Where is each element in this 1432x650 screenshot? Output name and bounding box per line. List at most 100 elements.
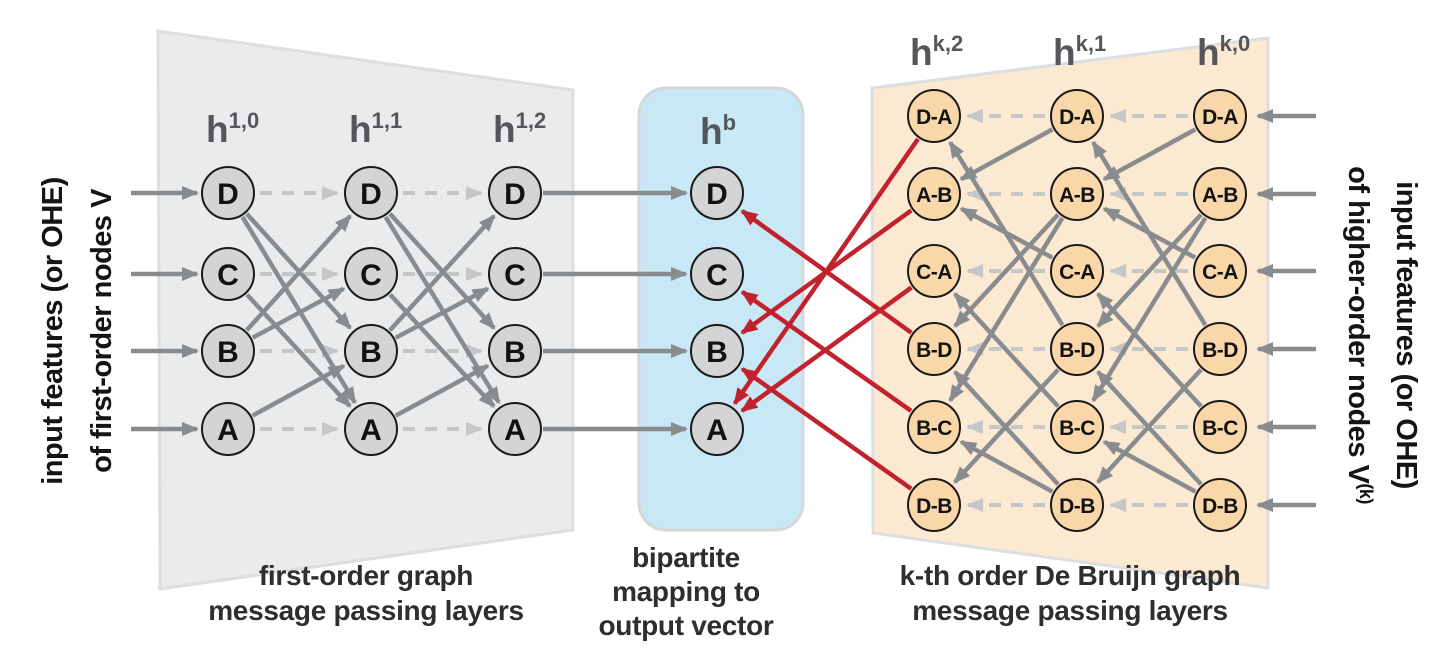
node-label: D xyxy=(360,178,382,211)
node-circle xyxy=(344,324,398,378)
node-label: B xyxy=(360,336,382,369)
node-label: C-A xyxy=(916,261,952,284)
node-circle xyxy=(488,402,542,456)
message-arrow-B-C xyxy=(251,286,346,340)
node-circle xyxy=(1193,400,1247,454)
first-order-layer-1: D C B A xyxy=(344,166,398,456)
node-label: B-D xyxy=(1202,339,1238,362)
node-label: A xyxy=(217,414,239,447)
node-label: B-D xyxy=(1059,339,1095,362)
node-label: B xyxy=(217,336,239,369)
svg-text:message passing layers: message passing layers xyxy=(208,595,524,626)
node-circle xyxy=(201,402,255,456)
node-circle xyxy=(201,166,255,220)
node-label: A-B xyxy=(1059,184,1095,207)
message-arrow-A-B-B-D xyxy=(953,213,1060,328)
de-bruijn-caption: k-th order De Bruijn graph message passi… xyxy=(900,560,1241,626)
message-arrow-D-A-A-B xyxy=(1102,127,1197,182)
node-label: A-B xyxy=(916,184,952,207)
node-circle xyxy=(907,89,961,143)
node-label: D xyxy=(217,178,239,211)
node-label: C xyxy=(706,259,728,292)
svg-text:input features (or OHE): input features (or OHE) xyxy=(37,177,69,485)
message-arrow-A-B-B-D xyxy=(1096,213,1203,328)
node-circle xyxy=(690,324,744,378)
node-circle xyxy=(1050,478,1104,532)
node-label: B-D xyxy=(916,339,952,362)
svg-text:k-th order De Bruijn graph: k-th order De Bruijn graph xyxy=(900,560,1241,591)
node-circle xyxy=(1050,244,1104,298)
svg-text:of higher-order nodes V(k): of higher-order nodes V(k) xyxy=(1342,166,1376,504)
node-label: D-A xyxy=(1202,106,1238,129)
node-circle xyxy=(1193,244,1247,298)
message-arrow-B-D-D-B xyxy=(953,368,1060,484)
layer-label-h-k-2: hk,2 xyxy=(910,31,963,73)
bipartite-caption: bipartite mapping to output vector xyxy=(599,542,775,641)
node-circle xyxy=(907,244,961,298)
message-arrow-B-C xyxy=(394,286,490,340)
left-input-label: input features (or OHE) of first-order n… xyxy=(37,177,118,485)
node-circle xyxy=(1193,89,1247,143)
first-order-caption: first-order graph message passing layers xyxy=(208,560,524,626)
node-circle xyxy=(1193,478,1247,532)
message-arrow-D-B-B-C xyxy=(1102,439,1197,494)
message-passing-arrows xyxy=(131,109,1316,512)
node-label: B-C xyxy=(1202,417,1238,440)
node-label: B-C xyxy=(916,417,952,440)
node-circle xyxy=(907,167,961,221)
first-order-layer-0: D C B A xyxy=(201,166,255,456)
de-bruijn-layer-0: D-A A-B C-A B-D B-C D-B xyxy=(1193,89,1247,532)
node-label: B xyxy=(706,336,728,369)
message-arrow-B-D-D-B xyxy=(1096,368,1203,484)
node-label: C-A xyxy=(1059,261,1095,284)
node-label: A xyxy=(360,414,382,447)
de-bruijn-layer-2: D-A A-B C-A B-D B-C D-B xyxy=(907,89,961,532)
node-label: D-B xyxy=(1059,495,1095,518)
node-circle xyxy=(1193,167,1247,221)
node-label: C xyxy=(360,259,382,292)
layer-label-h-b: hb xyxy=(700,110,736,152)
svg-text:output vector: output vector xyxy=(599,610,774,641)
first-order-panel xyxy=(156,29,575,591)
de-bruijn-layer-1: D-A A-B C-A B-D B-C D-B xyxy=(1050,89,1104,532)
node-label: C-A xyxy=(1202,261,1238,284)
layer-label-h-1-1: h1,1 xyxy=(349,108,402,150)
node-circle xyxy=(690,402,744,456)
bipartite-mapping-arrows xyxy=(732,137,920,491)
node-circle xyxy=(344,402,398,456)
node-circle xyxy=(690,166,744,220)
node-circle xyxy=(488,247,542,301)
message-arrow-A-B-B-C xyxy=(948,216,1065,403)
node-label: D-B xyxy=(916,495,952,518)
node-circle xyxy=(344,166,398,220)
message-arrow-C-A-A-B xyxy=(1102,206,1197,260)
node-circle xyxy=(907,478,961,532)
node-circle xyxy=(344,247,398,301)
node-circle xyxy=(907,322,961,376)
node-label: D-A xyxy=(916,106,952,129)
node-circle xyxy=(1050,89,1104,143)
node-label: A xyxy=(706,414,728,447)
right-input-label: input features (or OHE) of higher-order … xyxy=(1342,166,1422,504)
node-circle xyxy=(1193,322,1247,376)
bipartite-arrow-D-B-B xyxy=(740,367,913,491)
first-order-layer-2: D C B A xyxy=(488,166,542,456)
node-circle xyxy=(1050,322,1104,376)
svg-text:mapping to: mapping to xyxy=(612,576,760,607)
layer-label-h-k-1: hk,1 xyxy=(1053,31,1106,73)
message-arrow-B-D xyxy=(388,214,496,332)
message-arrow-D-B-B-C xyxy=(959,439,1054,494)
message-arrow-C-A-A-B xyxy=(959,206,1054,260)
node-label: D-B xyxy=(1202,495,1238,518)
layer-label-h-1-2: h1,2 xyxy=(493,108,546,150)
svg-text:message passing layers: message passing layers xyxy=(912,595,1228,626)
node-circle xyxy=(201,247,255,301)
svg-text:bipartite: bipartite xyxy=(632,542,740,573)
bipartite-arrow-B-C-C xyxy=(740,290,913,413)
node-circle xyxy=(690,247,744,301)
message-arrow-D-A-A-B xyxy=(959,127,1054,182)
node-label: D xyxy=(706,178,728,211)
node-label: D-A xyxy=(1059,106,1095,129)
